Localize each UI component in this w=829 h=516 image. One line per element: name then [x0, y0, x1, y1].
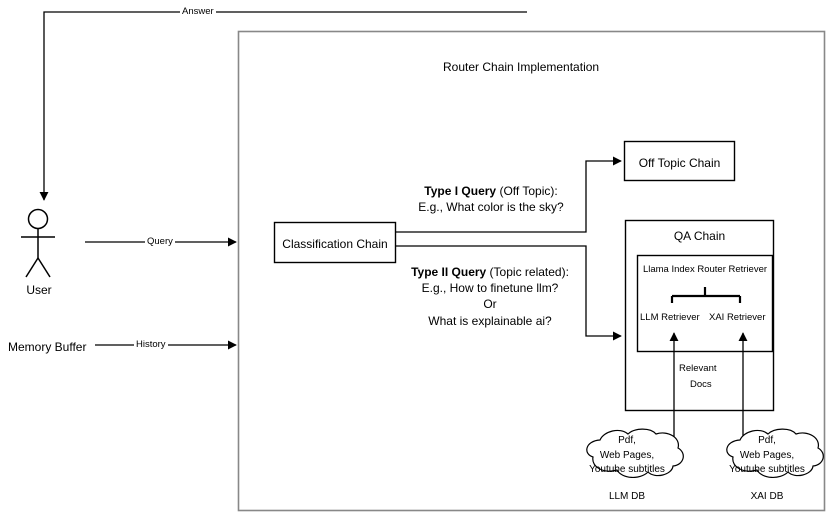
type1-query-rest-label: (Off Topic): — [496, 184, 558, 198]
retriever-tree-connector — [670, 287, 742, 303]
xai-db-content-line1: Pdf, — [758, 435, 776, 446]
type1-query-annotation: Type I Query (Off Topic): E.g., What col… — [396, 183, 586, 215]
user-actor-label: User — [26, 283, 52, 297]
llama-index-router-retriever-label: Llama Index Router Retriever — [642, 264, 768, 275]
answer-edge-label: Answer — [180, 6, 216, 17]
history-edge-label: History — [134, 339, 168, 350]
type2-query-bold-label: Type II Query — [411, 265, 487, 279]
classification-chain-label: Classification Chain — [282, 237, 388, 251]
router-chain-title: Router Chain Implementation — [443, 60, 600, 74]
user-actor-icon — [21, 208, 55, 278]
llm-db-content-line3: Youtube subtitles — [589, 464, 665, 475]
xai-db-cloud-content: Pdf, Web Pages, Youtube subtitles — [712, 434, 822, 478]
llm-retriever-label: LLM Retriever — [640, 312, 700, 323]
answer-edge-path — [39, 11, 527, 201]
type1-query-example-label: E.g., What color is the sky? — [418, 200, 564, 215]
type2-query-rest-label: (Topic related): — [486, 265, 569, 279]
off-topic-chain-label: Off Topic Chain — [638, 156, 721, 170]
type2-query-example-line1: E.g., How to finetune llm? — [421, 281, 559, 296]
llm-db-content-line2: Web Pages, — [599, 449, 655, 461]
type2-query-example-line3: What is explainable ai? — [428, 313, 552, 328]
xai-db-caption: XAI DB — [750, 491, 784, 502]
xai-db-content-line3: Youtube subtitles — [729, 464, 805, 475]
llm-db-cloud-content: Pdf, Web Pages, Youtube subtitles — [572, 434, 682, 478]
memory-buffer-label: Memory Buffer — [8, 340, 87, 354]
relevant-docs-label-line1: Relevant — [679, 363, 717, 374]
llm-db-caption: LLM DB — [608, 491, 646, 502]
type2-query-example-line2: Or — [483, 297, 497, 312]
xai-db-content-line2: Web Pages, — [739, 449, 795, 461]
query-edge-label: Query — [145, 236, 175, 247]
xai-retriever-label: XAI Retriever — [709, 312, 766, 323]
qa-chain-label: QA Chain — [673, 229, 726, 243]
llm-db-content-line1: Pdf, — [618, 435, 636, 446]
relevant-docs-label-line2: Docs — [690, 379, 712, 390]
type2-query-annotation: Type II Query (Topic related): E.g., How… — [390, 264, 590, 329]
type1-query-bold-label: Type I Query — [424, 184, 497, 198]
